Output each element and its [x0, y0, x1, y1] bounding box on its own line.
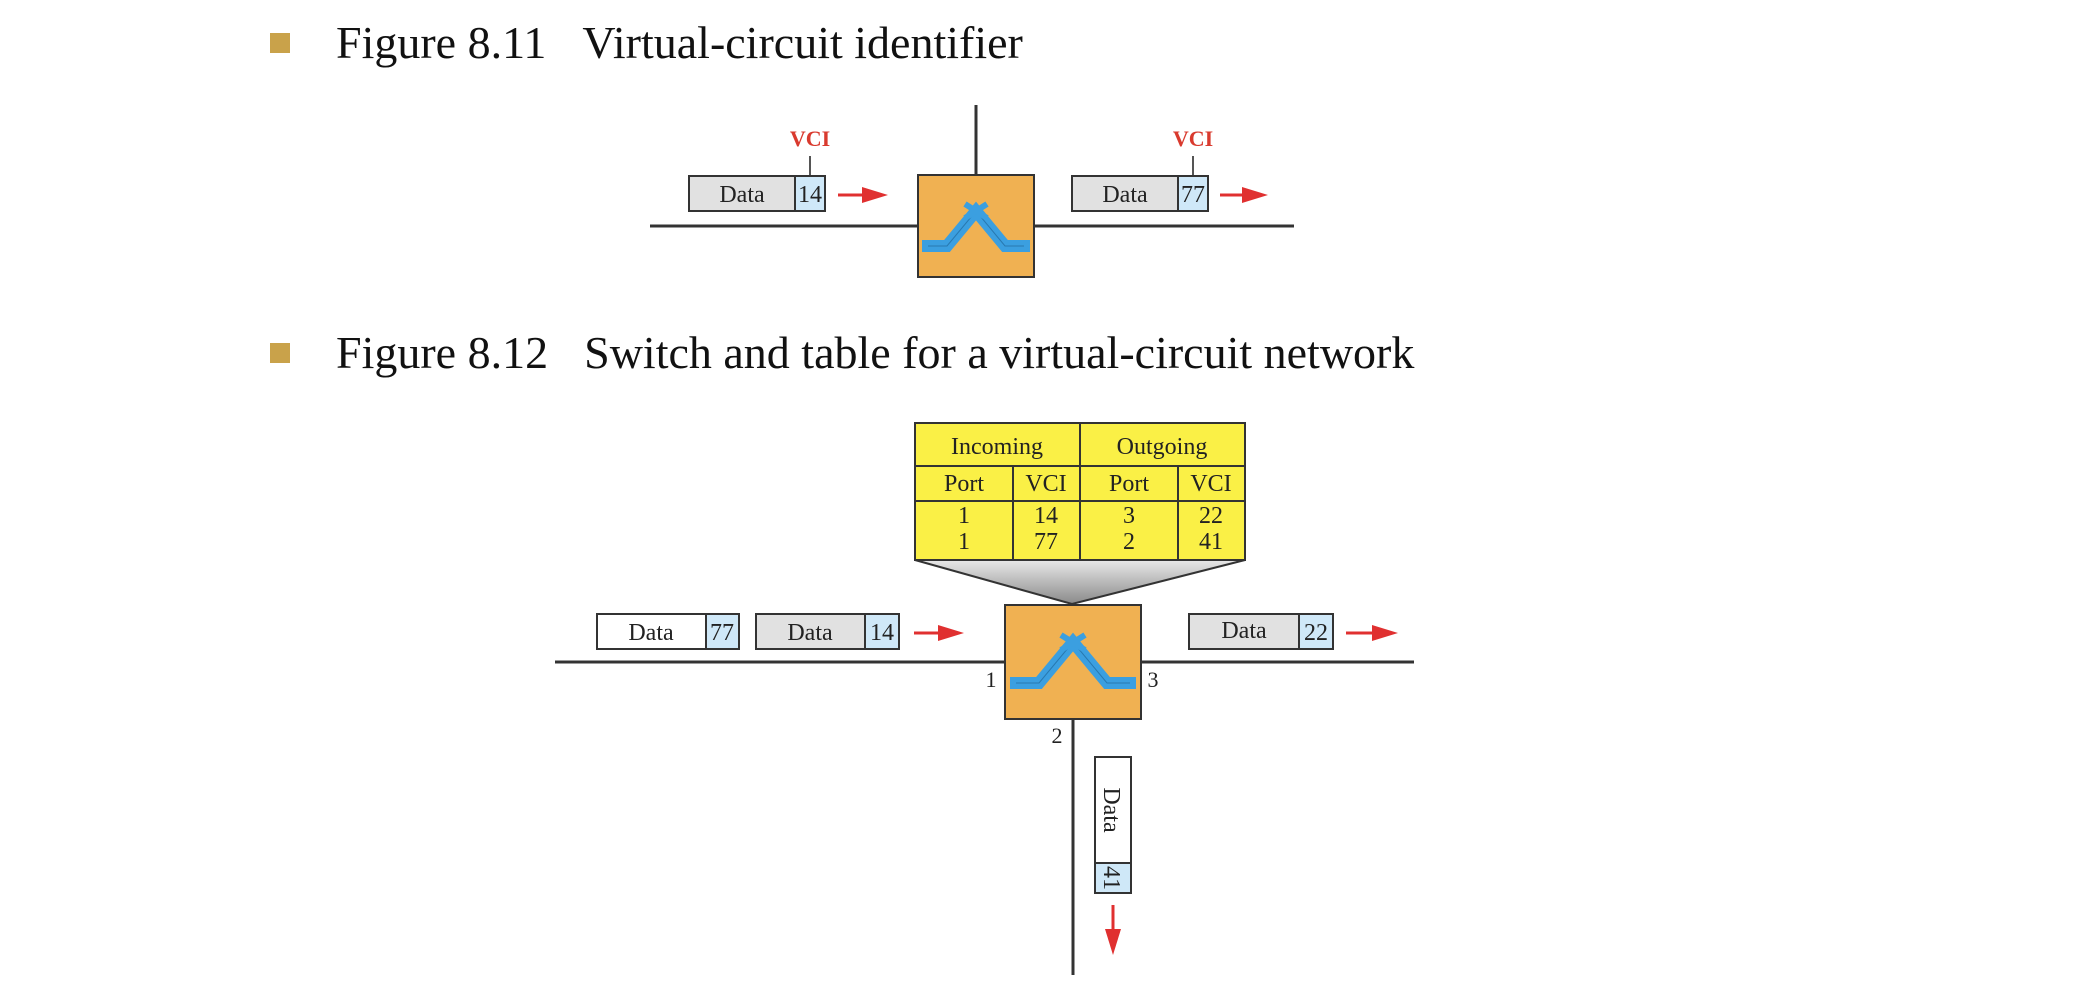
packet-outgoing-port-2: Data 41: [1094, 756, 1132, 894]
table-header-incoming: Incoming: [951, 434, 1043, 460]
packet-data-label: Data: [1098, 787, 1124, 833]
down-arrow-icon: [1105, 905, 1121, 955]
packet-vci-cell: [1177, 175, 1209, 212]
figure-8-12-diagram: Incoming Outgoing Port VCI Port VCI 1 14…: [555, 422, 1414, 975]
figure-number: Figure 8.11: [336, 17, 547, 68]
table-cell: 1: [958, 503, 970, 529]
packet-data-label: Data: [719, 182, 765, 208]
figure-8-11-diagram: VCI Data 14 VCI Data 77: [650, 105, 1294, 278]
packet-data-cell: [596, 613, 707, 650]
table-col-header: Port: [944, 471, 984, 497]
packet-vci-value: 14: [870, 620, 894, 646]
packet-vci-cell: [1094, 862, 1132, 894]
packet-vci-value: 41: [1098, 866, 1124, 890]
packet-vci-value: 77: [1181, 182, 1205, 208]
port-label-3: 3: [1148, 667, 1159, 692]
packet-incoming: Data 14: [688, 175, 826, 212]
table-cell: 14: [1034, 503, 1058, 529]
switch-icon: [917, 174, 1035, 278]
table-col-header: VCI: [1025, 471, 1066, 497]
packet-vci-cell: [705, 613, 740, 650]
vci-label-right: VCI: [1173, 126, 1213, 151]
vci-label-left: VCI: [790, 126, 830, 151]
packet-data-cell: [1188, 613, 1300, 650]
port-label-1: 1: [986, 667, 997, 692]
packet-data-label: Data: [787, 620, 833, 646]
packet-outgoing: Data 77: [1071, 175, 1209, 212]
switch-icon: [1004, 604, 1142, 720]
figure-8-11-heading: Figure 8.11 Virtual-circuit identifier: [270, 16, 1023, 69]
packet-outgoing-port-3: Data 22: [1188, 613, 1334, 650]
square-bullet-icon: [270, 342, 290, 363]
table-col-header: VCI: [1190, 471, 1231, 497]
packet-vci-value: 22: [1304, 620, 1328, 646]
right-arrow-icon: [1220, 187, 1268, 203]
packet-data-label: Data: [1102, 182, 1148, 208]
figure-8-12-heading: Figure 8.12 Switch and table for a virtu…: [270, 326, 1414, 379]
table-cell: 3: [1123, 503, 1135, 529]
right-arrow-icon: [1346, 625, 1398, 641]
table-to-switch-funnel: [914, 559, 1246, 606]
square-bullet-icon: [270, 32, 290, 53]
switching-table: Incoming Outgoing Port VCI Port VCI 1 14…: [914, 422, 1246, 561]
figure-number: Figure 8.12: [336, 327, 549, 378]
table-cell: 41: [1199, 529, 1223, 555]
port-label-2: 2: [1052, 723, 1063, 748]
table-cell: 22: [1199, 503, 1223, 529]
packet-vci-value: 14: [798, 182, 822, 208]
table-col-header: Port: [1109, 471, 1149, 497]
figure-title: Switch and table for a virtual-circuit n…: [584, 327, 1415, 378]
right-arrow-icon: [838, 187, 888, 203]
packet-vci-cell: [864, 613, 900, 650]
packet-data-label: Data: [628, 620, 674, 646]
packet-vci-cell: [794, 175, 826, 212]
packet-incoming-vci-14: Data 14: [755, 613, 900, 650]
packet-data-label: Data: [1221, 618, 1267, 644]
table-cell: 1: [958, 529, 970, 555]
table-cell: 77: [1034, 529, 1058, 555]
packet-vci-cell: [1298, 613, 1334, 650]
figure-title: Virtual-circuit identifier: [582, 17, 1023, 68]
packet-incoming-vci-77: Data 77: [596, 613, 740, 650]
right-arrow-icon: [914, 625, 964, 641]
table-header-outgoing: Outgoing: [1117, 434, 1208, 460]
packet-vci-value: 77: [710, 620, 734, 646]
table-cell: 2: [1123, 529, 1135, 555]
